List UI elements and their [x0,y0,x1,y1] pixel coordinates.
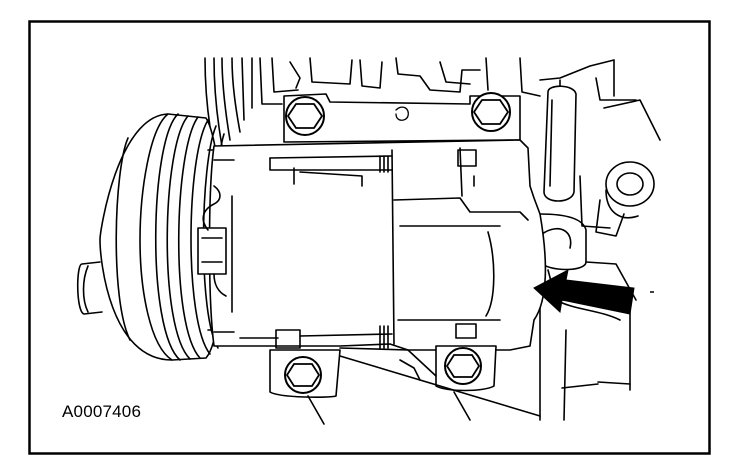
bolt-lower-left [284,356,322,394]
figure-id-label: A0007406 [62,402,142,421]
hose [543,85,577,202]
engine-background [204,57,661,151]
electrical-connector [197,185,227,297]
pulley [99,113,227,361]
figure-frame [28,20,711,455]
bolt-lower-right [444,347,482,385]
arrow-icon [533,269,654,315]
compressor-body [208,139,547,351]
bolt-upper-left [285,96,325,136]
bolt-upper-right [471,92,511,132]
clutch-hub [76,261,103,315]
mounting-bracket-lower-right [539,213,637,421]
fitting [579,161,655,237]
upper-mount [283,93,521,143]
